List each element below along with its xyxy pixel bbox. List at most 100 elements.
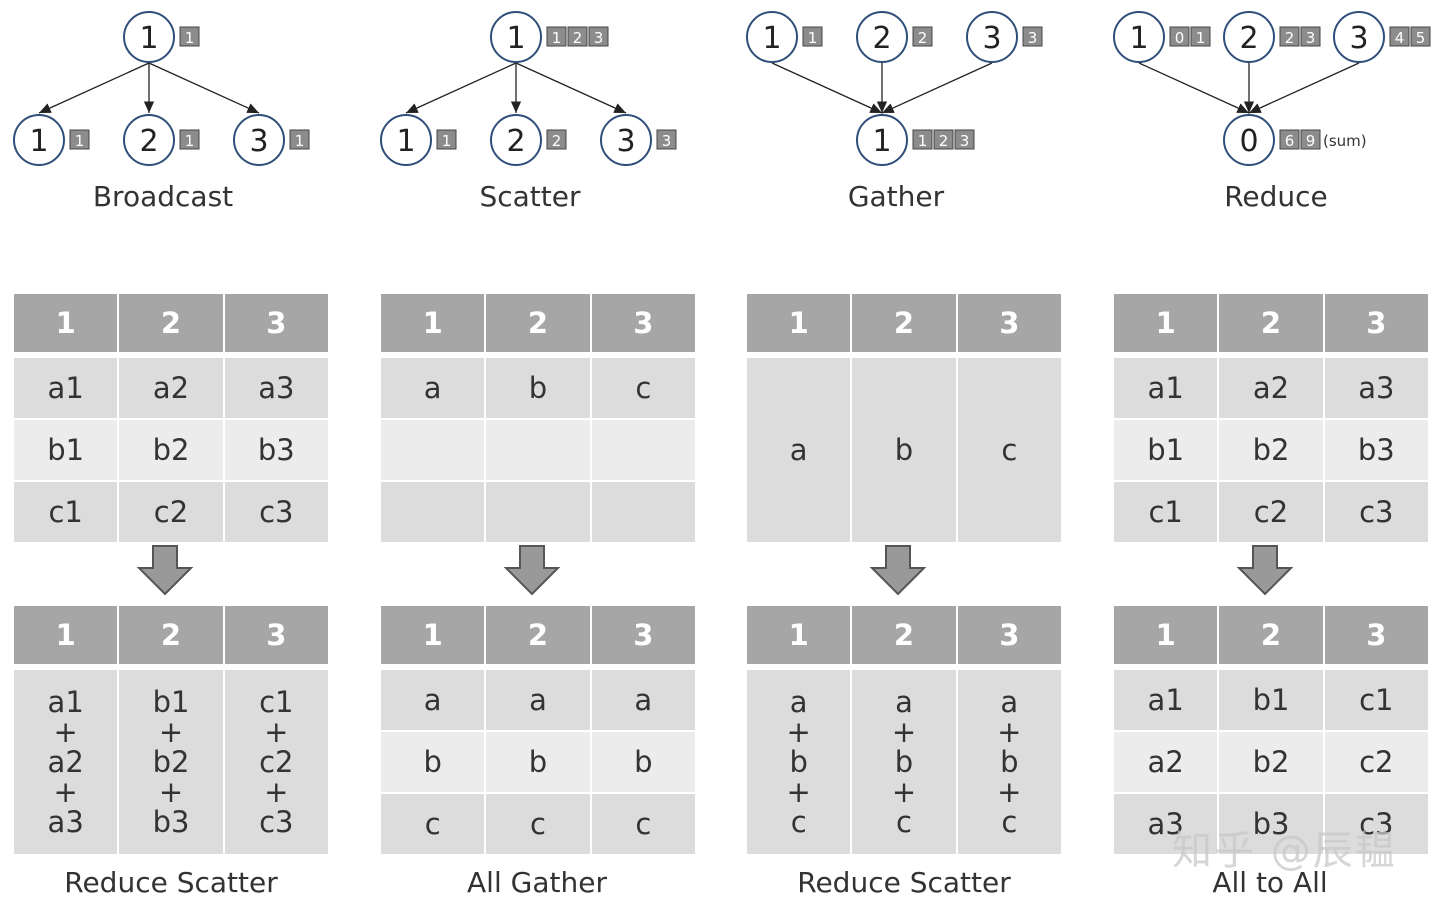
reduce-target-box-label-1: 9 bbox=[1306, 132, 1316, 150]
gather-target-box-2 bbox=[954, 129, 975, 150]
title-reduce: Reduce bbox=[1224, 180, 1328, 213]
stacked-cell: a1+a2+a3 bbox=[14, 670, 118, 854]
header-cell: 2 bbox=[119, 294, 223, 352]
broadcast-root-circle bbox=[123, 11, 175, 63]
header-cell: 1 bbox=[747, 606, 851, 664]
table-cell: b3 bbox=[1219, 794, 1323, 854]
down-arrow-icon bbox=[503, 545, 561, 596]
table-column: b bbox=[852, 358, 956, 544]
table-column: a+b+c bbox=[747, 670, 851, 856]
scatter-child-0-circle bbox=[380, 114, 432, 166]
broadcast-child-1-label: 2 bbox=[139, 124, 158, 159]
reduce-source-1-label: 2 bbox=[1239, 21, 1258, 56]
plus-sign: + bbox=[891, 715, 917, 749]
table-cell: b1 bbox=[14, 420, 118, 480]
down-arrow-icon bbox=[136, 545, 194, 596]
header-cell: 1 bbox=[381, 294, 485, 352]
table-cell: c bbox=[591, 358, 695, 418]
table-cell: a2 bbox=[119, 358, 223, 418]
header-cell: 3 bbox=[957, 606, 1061, 664]
gather-target-box-1 bbox=[933, 129, 954, 150]
broadcast-edge-2 bbox=[148, 62, 260, 114]
table-column: a+b+c bbox=[852, 670, 956, 856]
header-cell: 1 bbox=[747, 294, 851, 352]
scatter-root-label: 1 bbox=[506, 21, 525, 56]
header-cell: 3 bbox=[1324, 606, 1428, 664]
broadcast-child-1-box-label-0: 1 bbox=[185, 132, 195, 150]
table-cell: b bbox=[591, 732, 695, 792]
plus-sign: + bbox=[997, 715, 1022, 749]
table-cell: b bbox=[381, 732, 485, 792]
scatter-edge-2 bbox=[515, 62, 627, 114]
stacked-cell: c1+c2+c3 bbox=[224, 670, 328, 854]
reduce-target-label: 0 bbox=[1239, 124, 1258, 159]
table-column: a+b+c bbox=[957, 670, 1061, 856]
broadcast-root-label: 1 bbox=[139, 21, 158, 56]
table-cell: a bbox=[486, 670, 590, 730]
cell-term: c1 bbox=[259, 685, 294, 719]
reduce-source-0-box-1 bbox=[1190, 26, 1211, 47]
table-column: a1+a2+a3 bbox=[14, 670, 118, 856]
gather-edge-2 bbox=[881, 62, 993, 114]
scatter-child-2-label: 3 bbox=[616, 124, 635, 159]
gather-source-2-circle bbox=[966, 11, 1018, 63]
broadcast-child-0-box-label-0: 1 bbox=[75, 132, 85, 150]
cell-term: a bbox=[789, 685, 808, 719]
gather-source-0-label: 1 bbox=[762, 21, 781, 56]
table-cell: b1 bbox=[1114, 420, 1218, 480]
gather-target-box-label-0: 1 bbox=[918, 132, 928, 150]
plus-sign: + bbox=[264, 775, 289, 809]
broadcast-child-2-circle bbox=[233, 114, 285, 166]
cell-term: c bbox=[1001, 805, 1018, 839]
reduce-note: (sum) bbox=[1323, 132, 1367, 150]
title-broadcast: Broadcast bbox=[92, 180, 234, 213]
cell-term: b2 bbox=[152, 745, 190, 779]
table-column: c bbox=[957, 358, 1061, 544]
table-cell: a bbox=[381, 670, 485, 730]
reduce-source-0-label: 1 bbox=[1129, 21, 1148, 56]
table-cell: a bbox=[591, 670, 695, 730]
title-all-gather: All Gather bbox=[467, 866, 607, 899]
broadcast-child-2-label: 3 bbox=[249, 124, 268, 159]
header-cell: 2 bbox=[119, 606, 223, 664]
plus-sign: + bbox=[997, 775, 1022, 809]
table-cell: c1 bbox=[1324, 670, 1428, 730]
scatter-root-box-0 bbox=[546, 26, 567, 47]
scatter-child-1-label: 2 bbox=[506, 124, 525, 159]
table-cell: c bbox=[486, 794, 590, 854]
scatter-child-1-box-label-0: 2 bbox=[552, 132, 562, 150]
gather-target-circle bbox=[856, 114, 908, 166]
reduce-source-2-box-label-1: 5 bbox=[1416, 29, 1426, 47]
table-column: b bbox=[486, 358, 590, 544]
scatter-child-2-circle bbox=[600, 114, 652, 166]
scatter-child-1-circle bbox=[490, 114, 542, 166]
scatter-child-2-box-0 bbox=[656, 129, 677, 150]
scatter-child-1-box-0 bbox=[546, 129, 567, 150]
table-column: a bbox=[381, 358, 485, 544]
watermark: 知乎 @辰韫 bbox=[1172, 828, 1397, 874]
gather-target-box-label-1: 2 bbox=[939, 132, 949, 150]
reduce-source-1-box-label-0: 2 bbox=[1285, 29, 1295, 47]
table-cell bbox=[486, 420, 590, 480]
gather-source-0-circle bbox=[746, 11, 798, 63]
header-cell: 2 bbox=[852, 606, 956, 664]
cell-term: a bbox=[1000, 685, 1019, 719]
reduce-source-2-box-1 bbox=[1410, 26, 1431, 47]
table-cell bbox=[591, 482, 695, 542]
table-column: c1+c2+c3 bbox=[224, 670, 328, 856]
scatter-root-box-label-2: 3 bbox=[594, 29, 604, 47]
title-scatter: Scatter bbox=[479, 180, 581, 213]
broadcast-root-box-0 bbox=[179, 26, 200, 47]
gather-source-1-box-0 bbox=[912, 26, 933, 47]
gather-target-box-0 bbox=[912, 129, 933, 150]
gather-edge-0 bbox=[771, 62, 883, 114]
table-column: a bbox=[747, 358, 851, 544]
merged-cell: a bbox=[747, 358, 851, 542]
